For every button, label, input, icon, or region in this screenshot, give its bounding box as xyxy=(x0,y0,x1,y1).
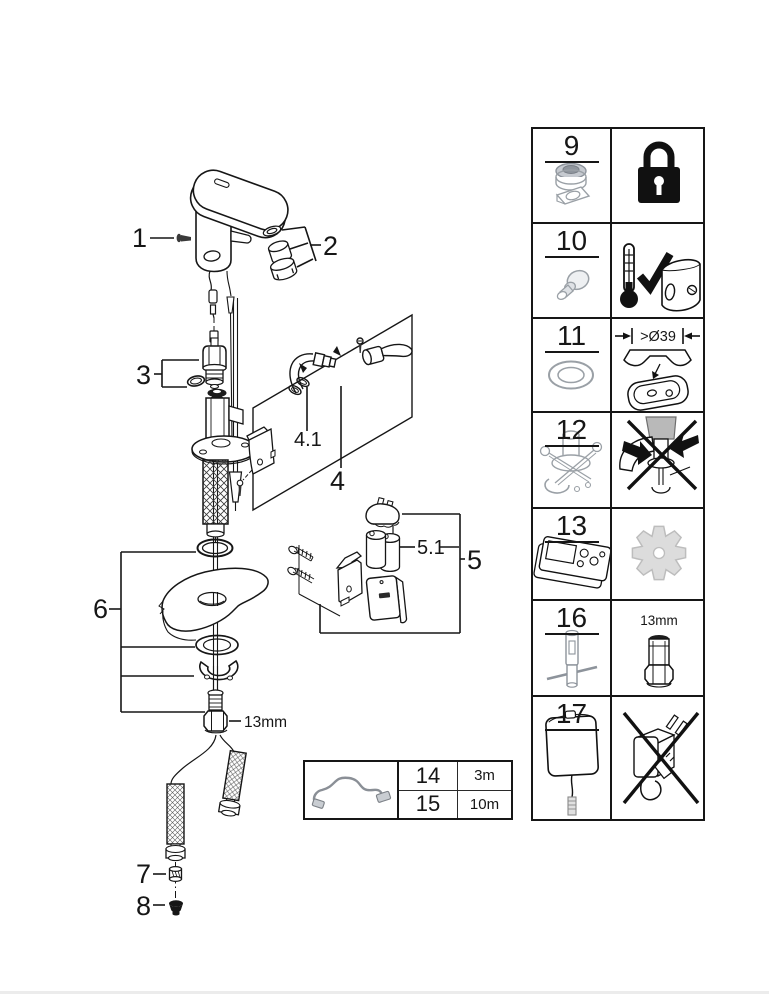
no-plug-adapter-icon xyxy=(622,711,700,805)
label-part5: 5 xyxy=(467,545,482,575)
thermometer-check-cover-icon xyxy=(620,243,701,312)
flex-hoses xyxy=(165,734,247,862)
grid-row-17: 17 xyxy=(533,695,703,819)
side-lever xyxy=(230,230,252,244)
label-part5-1: 5.1 xyxy=(417,537,445,559)
horseshoe-clamp xyxy=(199,659,239,681)
grid-number-16: 16 xyxy=(544,604,599,635)
mixing-elbow-assembly xyxy=(288,337,364,396)
label-part1: 1 xyxy=(132,223,147,253)
cable-length-10m: 10m xyxy=(457,790,511,818)
riser-shank xyxy=(191,397,257,546)
label-part6: 6 xyxy=(93,594,108,624)
sink-cutaway xyxy=(158,567,269,641)
cable-row-15: 15 10m xyxy=(399,790,511,818)
bracket-screw xyxy=(236,469,253,496)
part1-screw xyxy=(176,233,191,243)
cable-length-table: 14 3m 15 10m xyxy=(303,760,513,820)
washer xyxy=(195,634,239,656)
grid-row-16: 16 13mm xyxy=(533,599,703,695)
battery-cap xyxy=(365,496,400,536)
batteries xyxy=(365,529,401,573)
label-part8: 8 xyxy=(136,891,151,921)
leader-lines xyxy=(109,226,465,906)
sensor-window xyxy=(203,250,221,262)
sensor-cable xyxy=(208,270,219,349)
grid-row-12: 12 xyxy=(533,411,703,507)
threaded-shank xyxy=(202,459,229,525)
mounting-bracket xyxy=(246,426,276,475)
solenoid-valve xyxy=(202,337,227,390)
rod-through-hole xyxy=(212,592,219,606)
part6-o-ring xyxy=(196,538,234,558)
socket-size-label: 13mm xyxy=(640,613,678,628)
hose-right xyxy=(217,749,247,817)
label-part7: 7 xyxy=(136,859,151,889)
rod-below-clamp xyxy=(212,666,219,692)
grid-row-13: 13 xyxy=(533,507,703,599)
battery-box xyxy=(365,575,408,624)
grid-number-13: 13 xyxy=(544,512,599,543)
power-supply-icon xyxy=(545,710,599,816)
non-return-valve-icon xyxy=(556,269,590,300)
wall-screws xyxy=(287,545,341,617)
part8-gasket xyxy=(169,900,183,916)
extension-cable-icon xyxy=(311,776,392,809)
faucet-body xyxy=(189,169,289,273)
socket-13mm-icon: 13mm xyxy=(640,613,678,688)
page-bottom-rule xyxy=(0,991,769,994)
hose-left xyxy=(166,783,185,845)
aerator-flow-restrictor-icon xyxy=(555,162,591,205)
cable-row-14: 14 3m xyxy=(399,762,511,791)
label-part3: 3 xyxy=(136,360,151,390)
reference-grid: 9 10 xyxy=(531,127,705,821)
grid-number-9: 9 xyxy=(544,132,599,163)
battery-bracket xyxy=(335,551,363,607)
hole-dimension-label: >Ø39 xyxy=(640,329,676,345)
grid-row-10: 10 xyxy=(533,222,703,317)
cable-number-15: 15 xyxy=(415,791,441,817)
grid-row-11: 11 >Ø39 xyxy=(533,317,703,411)
label-nut-size: 13mm xyxy=(244,714,287,731)
mounting-nut xyxy=(203,689,228,734)
label-part4: 4 xyxy=(330,466,345,496)
o-ring-icon xyxy=(548,360,594,390)
hole-diameter-icon: >Ø39 xyxy=(615,328,700,411)
cable-length-3m: 3m xyxy=(457,762,511,790)
grid-row-9: 9 xyxy=(533,129,703,222)
remote-control-icon xyxy=(533,535,610,589)
grid-number-10: 10 xyxy=(544,227,599,258)
grid-number-17: 17 xyxy=(544,700,599,731)
spout-outlet-slot xyxy=(214,178,230,188)
label-part4-1: 4.1 xyxy=(294,429,322,451)
padlock-icon xyxy=(638,141,680,203)
supply-cable xyxy=(226,270,235,441)
label-part2: 2 xyxy=(323,231,338,261)
grid-number-12: 12 xyxy=(544,416,599,447)
settings-gear-icon xyxy=(631,525,687,581)
cable-number-14: 14 xyxy=(415,762,441,788)
grid-number-11: 11 xyxy=(544,322,599,353)
fixing-set-icon xyxy=(539,430,603,494)
aerator-parts xyxy=(262,225,298,281)
part7-filter xyxy=(168,865,183,882)
no-sideways-mounting-icon xyxy=(619,416,699,494)
exploded-diagram: 1 2 3 4.1 4 5.1 5 6 13mm 7 8 xyxy=(93,169,482,921)
lever-handle xyxy=(361,343,413,366)
part3-o-ring xyxy=(186,375,206,387)
